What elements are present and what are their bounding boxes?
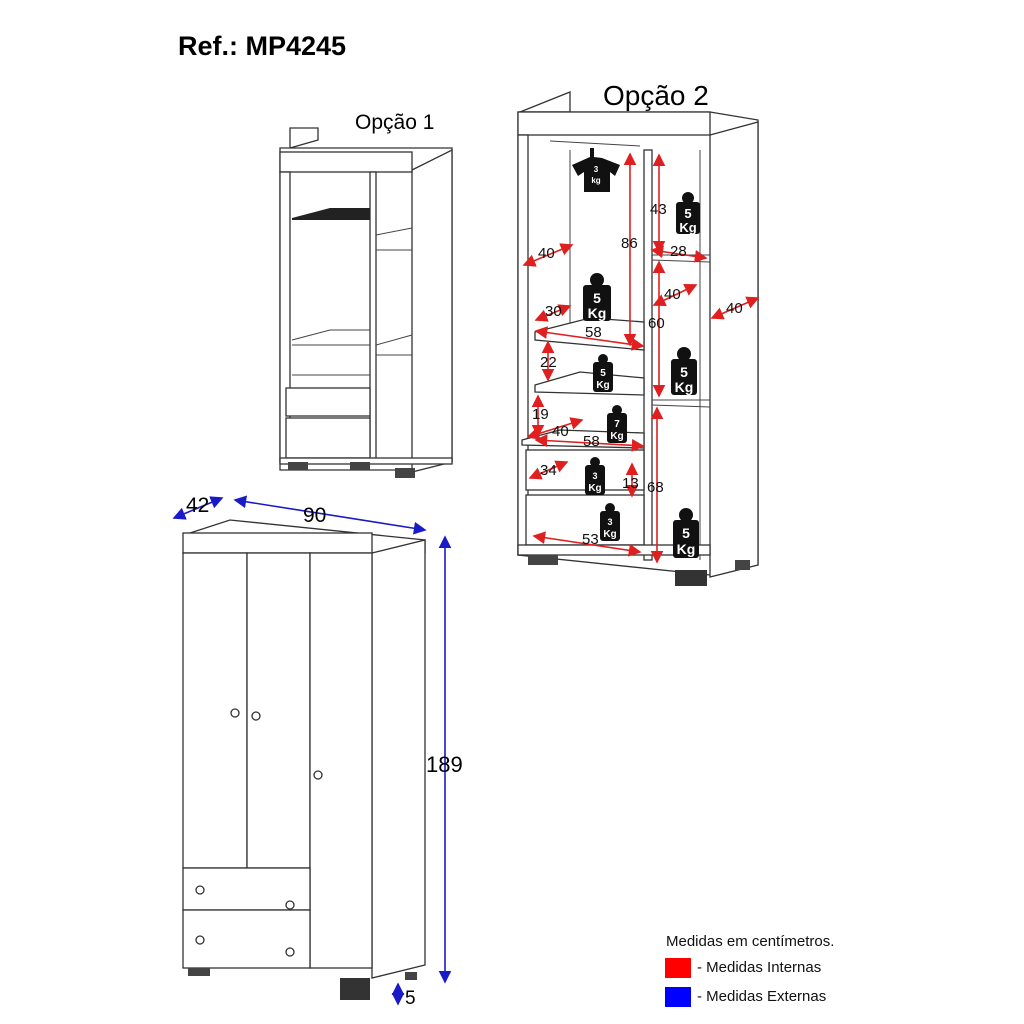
height-dimension: 189: [426, 752, 463, 777]
svg-text:Kg: Kg: [603, 529, 616, 540]
dim-middle-height: 60: [648, 315, 665, 332]
dim-bottom-height: 68: [647, 479, 664, 496]
svg-text:Kg: Kg: [588, 305, 607, 321]
svg-text:5: 5: [600, 368, 606, 379]
dim-right-width: 28: [670, 243, 687, 260]
weight-icon: 5 Kg: [593, 354, 613, 392]
weight-icon: 3 Kg: [585, 457, 605, 495]
svg-text:5: 5: [684, 206, 691, 221]
width-dimension: 90: [303, 504, 326, 527]
internal-color-swatch: [665, 958, 691, 978]
svg-text:3: 3: [592, 471, 597, 481]
svg-text:5: 5: [593, 290, 601, 306]
dim-shelf-gap-2: 19: [532, 406, 549, 423]
units-note: Medidas em centímetros.: [666, 933, 835, 950]
svg-text:5: 5: [682, 525, 690, 541]
internal-dimensions: 86 43 28 40 40 40 30 58 60 22 19 40 58 3…: [522, 152, 760, 564]
internal-legend-label: - Medidas Internas: [697, 959, 822, 976]
right-door: [309, 552, 373, 969]
weight-icon: 5 Kg: [583, 273, 611, 321]
middle-door: [246, 552, 311, 869]
svg-text:kg: kg: [591, 176, 600, 185]
depth-dimension: 42: [186, 494, 209, 517]
svg-text:Kg: Kg: [588, 483, 601, 494]
dim-shelf-depth: 30: [545, 303, 562, 320]
dim-lower-depth: 40: [552, 423, 569, 440]
weight-shirt-icon: 3 kg: [572, 148, 620, 192]
dim-hanging-height: 86: [621, 235, 638, 252]
weight-icon: 5 Kg: [676, 192, 700, 235]
external-legend-label: - Medidas Externas: [697, 988, 827, 1005]
option1-label: Opção 1: [355, 111, 434, 134]
svg-text:3: 3: [607, 517, 612, 527]
svg-text:Kg: Kg: [675, 379, 694, 395]
weight-icon: 7 Kg: [607, 405, 627, 443]
svg-text:Kg: Kg: [610, 431, 623, 442]
dim-top-shelf-height: 43: [650, 201, 667, 218]
weight-icon: 5 Kg: [671, 347, 697, 395]
svg-text:7: 7: [614, 419, 620, 430]
option2-label: Opção 2: [603, 80, 709, 111]
dim-shelf-gap-1: 22: [540, 354, 557, 371]
svg-text:Kg: Kg: [677, 541, 696, 557]
reference-title: Ref.: MP4245: [178, 31, 346, 61]
dim-lower-width: 58: [583, 433, 600, 450]
svg-text:5: 5: [680, 364, 688, 380]
dim-drawer-width: 53: [582, 531, 599, 548]
option2-wardrobe: [517, 91, 759, 586]
dim-shelf-width: 58: [585, 324, 602, 341]
weight-icon: 5 Kg: [673, 508, 699, 558]
dim-side-depth: 40: [726, 300, 743, 317]
dim-drawer-depth: 34: [540, 462, 557, 479]
svg-text:Kg: Kg: [596, 380, 609, 391]
closed-wardrobe: [182, 519, 426, 1000]
external-dimensions: 42 90 189 5: [172, 494, 463, 1009]
svg-text:Kg: Kg: [679, 220, 696, 235]
dim-drawer-height: 13: [622, 475, 639, 492]
external-color-swatch: [665, 987, 691, 1007]
option1-wardrobe: [279, 127, 453, 478]
feet-dimension: 5: [405, 988, 416, 1009]
weight-icon: 3 Kg: [600, 503, 620, 541]
svg-text:3: 3: [594, 165, 599, 174]
dim-left-depth: 40: [538, 245, 555, 262]
dim-right-depth: 40: [664, 286, 681, 303]
